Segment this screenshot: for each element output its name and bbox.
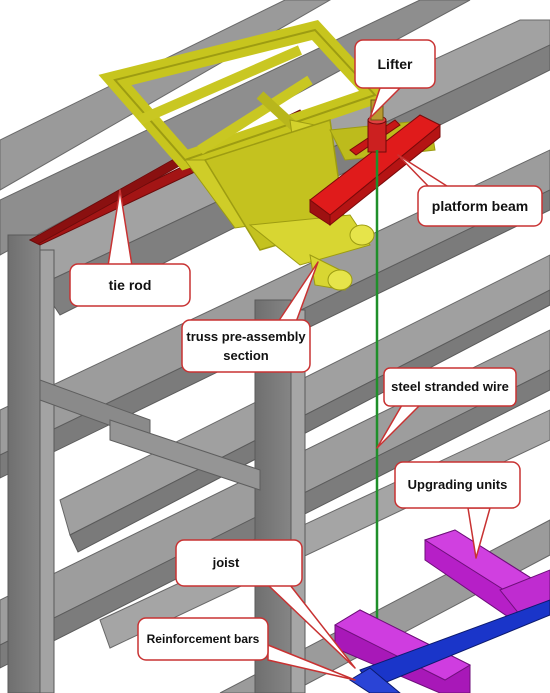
label-platform-beam: platform beam: [431, 198, 529, 214]
label-tie-rod: tie rod: [108, 277, 152, 293]
callout-box-platform-beam: [417, 185, 543, 227]
joist: [349, 599, 550, 693]
label-reinforcement-bars: Reinforcement bars: [146, 632, 260, 646]
callout-box-reinforcement-bars: [137, 617, 269, 661]
callout-box-truss-section: [181, 319, 311, 373]
upgrading-units: [333, 529, 550, 693]
callout-box-lifter: [354, 39, 436, 89]
label-truss-section-line2: section: [223, 348, 269, 363]
callout-box-upgrading-units: [394, 461, 521, 509]
label-joist: joist: [212, 555, 240, 570]
callout-box-joist: [175, 539, 303, 587]
callout-pointers: [107, 87, 491, 681]
label-upgrading-units: Upgrading units: [407, 477, 508, 492]
callout-box-steel-wire: [383, 367, 517, 407]
label-lifter: Lifter: [377, 56, 413, 72]
label-truss-section-line1: truss pre-assembly: [186, 329, 306, 344]
label-steel-stranded-wire: steel stranded wire: [391, 379, 509, 394]
callout-box-tie-rod: [69, 263, 191, 307]
callout-boxes: [69, 39, 543, 661]
